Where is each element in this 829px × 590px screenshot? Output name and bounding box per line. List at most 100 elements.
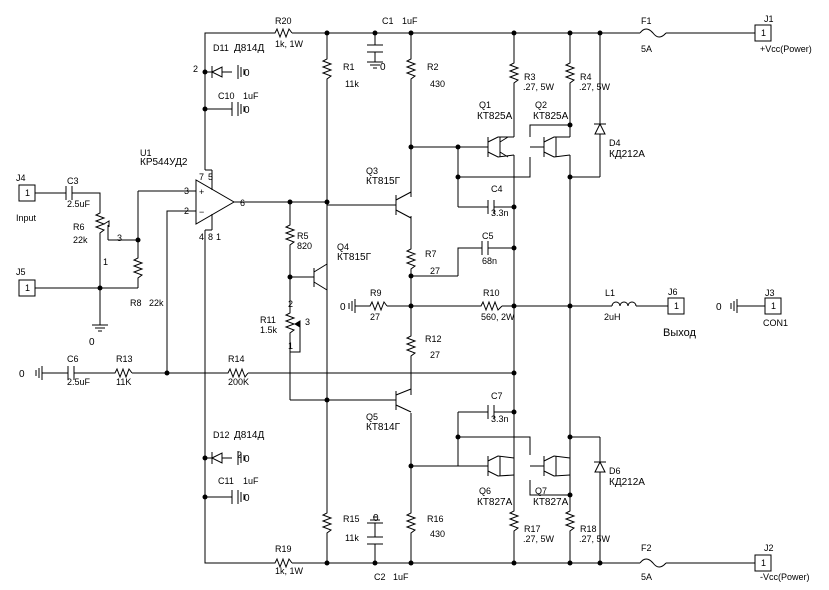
r19-value: 1k, 1W [275, 566, 304, 576]
op-amp-u1: + − [190, 170, 235, 230]
r1-value: 11k [345, 79, 359, 89]
c5-value: 68n [482, 256, 497, 266]
junctions [97, 30, 603, 566]
r14-ref: R14 [228, 354, 245, 364]
j1-name: +Vcc(Power) [760, 44, 812, 54]
c3-value: 2.5uF [67, 199, 91, 209]
u1-pin-6: 6 [240, 198, 245, 208]
diode-symbols [210, 66, 606, 478]
r11-pin-3: 3 [305, 317, 310, 327]
r13-ref: R13 [116, 354, 133, 364]
c2-ref: C2 [374, 572, 386, 582]
r17-ref: R17 [524, 524, 541, 534]
r11-ref: R11 [260, 315, 276, 325]
j4-pin: 1 [25, 188, 30, 198]
f2-value: 5A [641, 572, 652, 582]
gnd-label-c6: 0 [19, 369, 25, 380]
j6-ref: J6 [668, 287, 678, 297]
q4-part: КТ815Г [337, 252, 372, 263]
wires [35, 32, 765, 564]
r20-value: 1k, 1W [275, 39, 304, 49]
fuse-inductor-symbols [611, 28, 667, 568]
gnd-label-c2: 0 [373, 513, 379, 524]
r19-ref: R19 [275, 544, 292, 554]
d4-ref: D4 [609, 138, 621, 148]
d12-ref: D12 [213, 430, 230, 440]
d12-part: Д814Д [234, 430, 264, 441]
q2-part: КТ825А [533, 111, 569, 122]
r16-ref: R16 [427, 514, 444, 524]
gnd-label-c10: 0 [244, 105, 250, 116]
d6-part: КД212А [609, 477, 645, 488]
u1-pin-2: 2 [184, 206, 189, 216]
gnd-label-d12: 0 [244, 454, 250, 465]
gnd-label-c11: 0 [244, 493, 250, 504]
gnd-label-c1: 0 [380, 62, 386, 73]
r6-ref: R6 [73, 222, 85, 232]
q3-ref: Q3 [366, 166, 378, 176]
r7-value: 27 [430, 266, 440, 276]
c2-value: 1uF [393, 572, 409, 582]
r2-value: 430 [430, 79, 445, 89]
r6-pin-1: 1 [103, 257, 108, 267]
r20-ref: R20 [275, 16, 292, 26]
l1-value: 2uH [604, 312, 621, 322]
r2-ref: R2 [427, 62, 439, 72]
r15-ref: R15 [343, 514, 360, 524]
u1-pin-1: 1 [216, 232, 221, 242]
capacitor-symbols [60, 44, 495, 545]
c4-ref: C4 [491, 184, 503, 194]
f1-value: 5A [641, 44, 652, 54]
j3-ref: J3 [765, 288, 775, 298]
c11-value: 1uF [243, 476, 259, 486]
c4-value: 3.3n [491, 208, 509, 218]
r6-pin-3: 3 [117, 233, 122, 243]
q6-part: КТ827А [477, 497, 513, 508]
svg-text:+: + [199, 187, 204, 197]
j4-name: Input [16, 213, 37, 223]
u1-pin-8: 8 [208, 232, 213, 242]
q7-ref: Q7 [535, 486, 547, 496]
u1-pin-3: 3 [184, 186, 189, 196]
r18-ref: R18 [580, 524, 597, 534]
l1-ref: L1 [605, 288, 615, 298]
q1-ref: Q1 [479, 100, 491, 110]
r10-ref: R10 [483, 288, 500, 298]
r7-ref: R7 [425, 249, 437, 259]
j4-ref: J4 [16, 173, 26, 183]
d11-part: Д814Д [234, 43, 264, 54]
q3-part: КТ815Г [366, 176, 401, 187]
r17-value: .27, 5W [523, 534, 555, 544]
r11-pin-2: 2 [288, 299, 293, 309]
q6-ref: Q6 [479, 486, 491, 496]
gnd-label-r8: 0 [89, 337, 95, 348]
j6-pin: 1 [674, 301, 679, 311]
r1-ref: R1 [343, 62, 355, 72]
r3-ref: R3 [524, 72, 536, 82]
j1-ref: J1 [764, 14, 774, 24]
r14-value: 200K [228, 377, 249, 387]
d11-pin: 2 [193, 64, 198, 74]
u1-pin-7: 7 [199, 172, 204, 182]
j3-pin: 1 [771, 301, 776, 311]
j1-pin: 1 [761, 28, 766, 38]
c5-ref: C5 [482, 231, 494, 241]
r18-value: .27, 5W [579, 534, 611, 544]
c10-value: 1uF [243, 91, 259, 101]
d12-pin: 2 [237, 450, 242, 460]
resistor-symbols [94, 27, 576, 569]
j5-ref: J5 [16, 267, 26, 277]
f2-ref: F2 [641, 543, 652, 553]
transistor-symbols [313, 136, 571, 477]
u1-part: КР544УД2 [140, 157, 188, 168]
c1-value: 1uF [402, 16, 418, 26]
c10-ref: C10 [218, 91, 235, 101]
u1-pin-4: 4 [199, 232, 204, 242]
c6-value: 2.5uF [67, 377, 91, 387]
u1-ref: U1 [140, 148, 152, 158]
r12-ref: R12 [425, 334, 442, 344]
r9-value: 27 [370, 312, 380, 322]
j6-name: Выход [663, 327, 696, 339]
r8-value: 22k [149, 298, 164, 308]
r6-value: 22k [73, 235, 88, 245]
